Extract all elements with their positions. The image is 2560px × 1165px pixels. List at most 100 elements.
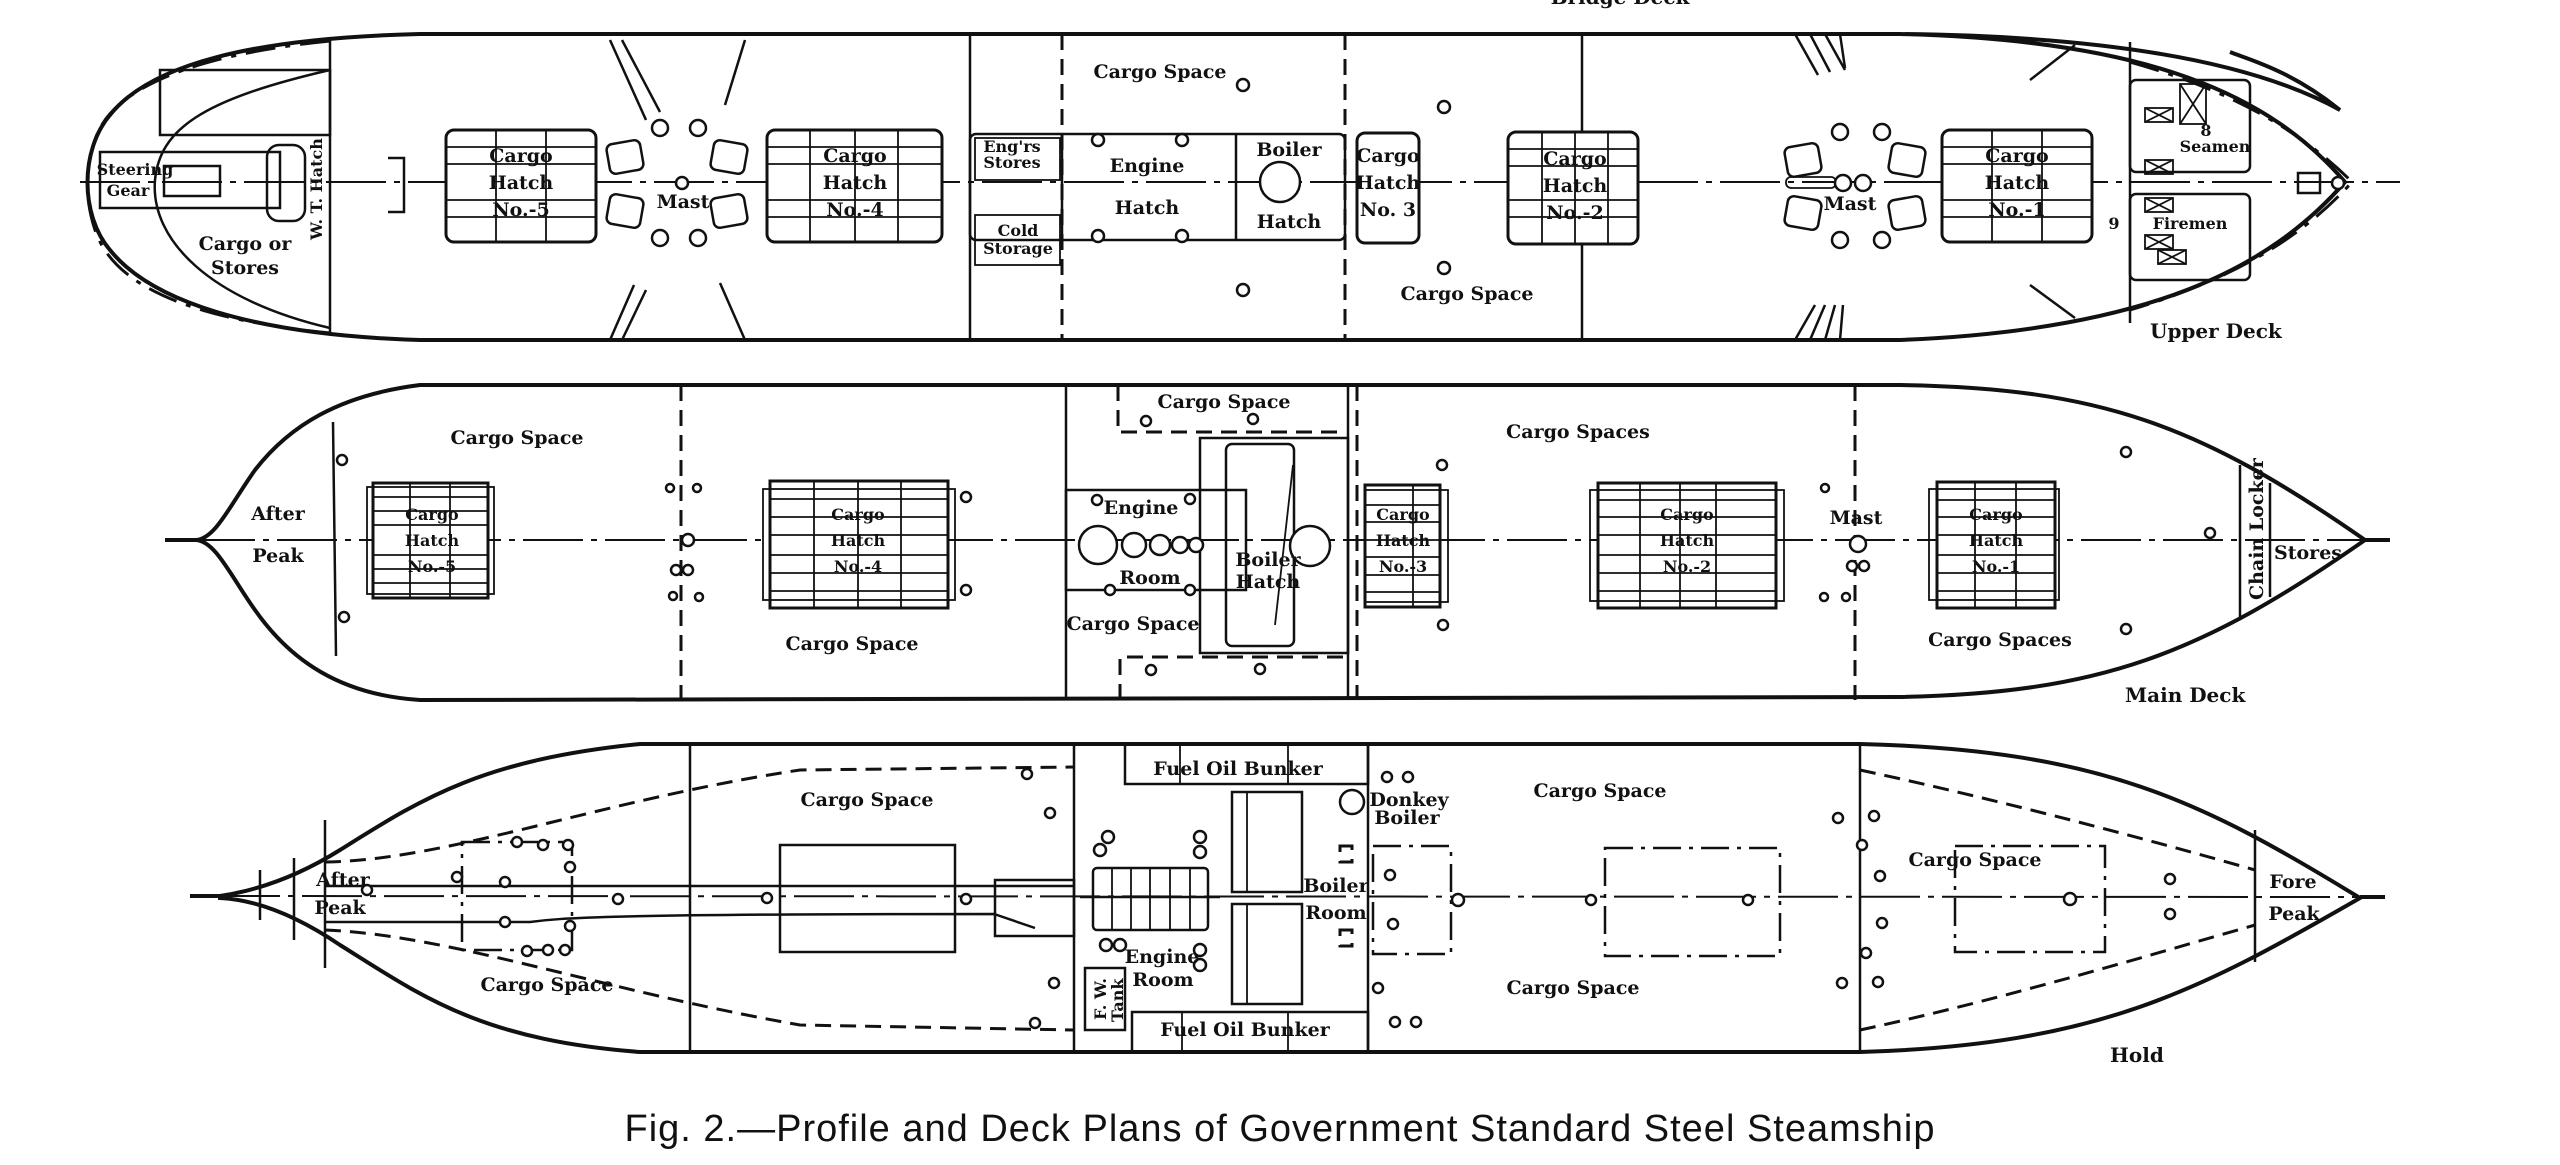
deck-vent	[1436, 99, 1452, 115]
svg-text:No.-2: No.-2	[1546, 202, 1603, 224]
svg-text:Cargo: Cargo	[405, 505, 459, 524]
main-boiler-uptake-taper	[1274, 464, 1294, 626]
firemen-quarters	[2128, 192, 2252, 282]
main-hatch-5	[366, 481, 495, 600]
seamen-label: Seamen	[2180, 137, 2251, 156]
main-stores-label: Stores	[2274, 542, 2342, 564]
main-cargo-space-aft-bottom-label: Cargo Space	[786, 633, 919, 655]
svg-text:Cargo: Cargo	[823, 145, 886, 167]
engine-hatch-label-1: Engine	[1110, 155, 1185, 177]
upper-hatch-2	[1506, 130, 1640, 246]
boiler-2	[1230, 902, 1304, 1006]
steering-gear-label-1: Steering	[97, 160, 174, 179]
main-vent	[2119, 445, 2133, 459]
main-cargo-space-mid-top-label: Cargo Space	[1158, 391, 1291, 413]
seamen-count: 8	[2200, 121, 2211, 140]
boiler-uptake	[1258, 160, 1302, 204]
svg-text:No.-4: No.-4	[826, 199, 883, 221]
fwd-mast-label: Mast	[1824, 193, 1877, 215]
hold-boiler-room-label-2: Room	[1305, 902, 1366, 924]
steering-gear-label-2: Gear	[107, 181, 150, 200]
clipped-bridge-deck-label: Bridge Deck	[1551, 0, 1691, 9]
main-vent	[1183, 492, 1197, 506]
svg-text:Cargo: Cargo	[1376, 505, 1430, 524]
main-engine-room-label-2: Room	[1119, 567, 1180, 589]
hold-fwd-tanktop-bottom	[1859, 923, 2256, 1032]
firemen-label: Firemen	[2153, 214, 2228, 233]
svg-text:No.-2: No.-2	[1663, 557, 1711, 576]
cold-storage-label-2: Storage	[983, 239, 1053, 258]
main-deck-plan: Cargo Hatch No.-5 Cargo Hatch No.-4 Carg…	[165, 383, 2390, 707]
boiler-1	[1230, 790, 1304, 894]
main-deck-title: Main Deck	[2125, 683, 2246, 707]
upper-deck-plan: Steering Gear Cargo or Stores W. T. Hatc…	[80, 32, 2400, 343]
main-engine	[1080, 829, 1220, 973]
main-vent	[1103, 583, 1117, 597]
hold-fittings	[360, 767, 2177, 1030]
berth-markers	[2144, 83, 2207, 265]
steering-gear-room	[98, 150, 282, 210]
hold-aft-tanktop-top	[324, 765, 1075, 864]
main-vent	[1183, 583, 1197, 597]
hold-centerline	[219, 895, 2361, 898]
main-vent	[959, 490, 973, 504]
fw-tank-label-2: Tank	[1108, 978, 1127, 1022]
svg-text:Hatch: Hatch	[1356, 172, 1421, 194]
main-cargo-spaces-bottom-label: Cargo Spaces	[1928, 629, 2072, 651]
hold-after-peak-label-2: Peak	[314, 897, 366, 919]
main-cargo-space-mid-bottom-label: Cargo Space	[1067, 613, 1200, 635]
hold-cargo-space-aft-top-label: Cargo Space	[801, 789, 934, 811]
hold-hatchway-1	[1953, 844, 2107, 954]
svg-text:Cargo: Cargo	[1660, 505, 1714, 524]
upper-hatch-1-label: Cargo Hatch No.-1	[1985, 145, 2050, 221]
main-vent	[959, 583, 973, 597]
main-mast-label: Mast	[1830, 507, 1883, 529]
main-vent	[2119, 622, 2133, 636]
svg-text:No.-5: No.-5	[408, 557, 456, 576]
hold-boiler-room-label-1: Boiler	[1303, 875, 1369, 897]
svg-text:Hatch: Hatch	[1543, 175, 1608, 197]
main-vent	[1139, 414, 1153, 428]
hold-hull	[218, 742, 2364, 1054]
svg-text:Cargo: Cargo	[1969, 505, 2023, 524]
svg-text:Cargo: Cargo	[1356, 145, 1419, 167]
boiler-hatch-label-1: Boiler	[1256, 139, 1322, 161]
fw-tank	[1083, 966, 1127, 1032]
hawse-pipe	[2330, 175, 2346, 191]
engineers-stores-room	[974, 137, 1061, 181]
svg-text:Hatch: Hatch	[1660, 531, 1715, 550]
casing-vent	[1090, 228, 1106, 244]
upper-hatch-1	[1940, 128, 2094, 244]
main-vent	[1246, 412, 1260, 426]
main-hatch-3	[1363, 483, 1449, 609]
main-vent	[2203, 526, 2217, 540]
casing-vent	[1174, 132, 1190, 148]
cargo-or-stores-label-1: Cargo or	[199, 233, 293, 255]
upper-hatch-3-label: Cargo Hatch No. 3	[1356, 145, 1421, 221]
windlass	[2296, 171, 2322, 195]
hold-fore-peak-label-1: Fore	[2269, 871, 2316, 893]
seamen-quarters	[2128, 78, 2252, 174]
fuel-oil-bunker-top-label: Fuel Oil Bunker	[1153, 758, 1323, 780]
main-hatch-4	[762, 479, 956, 610]
main-vent	[337, 610, 351, 624]
upper-deck-title: Upper Deck	[2150, 319, 2283, 343]
main-hatch-3-label: Cargo Hatch No.-3	[1376, 505, 1431, 576]
main-engine-room-label-1: Engine	[1104, 497, 1179, 519]
upper-hatch-5	[444, 128, 598, 244]
upper-hatch-4	[765, 128, 944, 244]
hold-fore-peak-label-2: Peak	[2268, 903, 2320, 925]
hold-hatchway-4	[778, 843, 957, 954]
svg-text:Hatch: Hatch	[1376, 531, 1431, 550]
hold-plan: After Peak Cargo Space Cargo Space Fuel …	[190, 742, 2385, 1067]
main-engine-room-casing	[1064, 488, 1248, 592]
main-hatch-2	[1589, 481, 1785, 610]
aft-mast-label: Mast	[657, 191, 710, 213]
svg-text:Cargo: Cargo	[489, 145, 552, 167]
aft-deckhouse	[158, 68, 332, 137]
firemen-count: 9	[2108, 214, 2119, 233]
main-after-peak-label-2: Peak	[252, 545, 304, 567]
cold-storage-room	[974, 214, 1061, 266]
thrust-recess	[993, 878, 1076, 938]
main-vent	[1090, 493, 1104, 507]
